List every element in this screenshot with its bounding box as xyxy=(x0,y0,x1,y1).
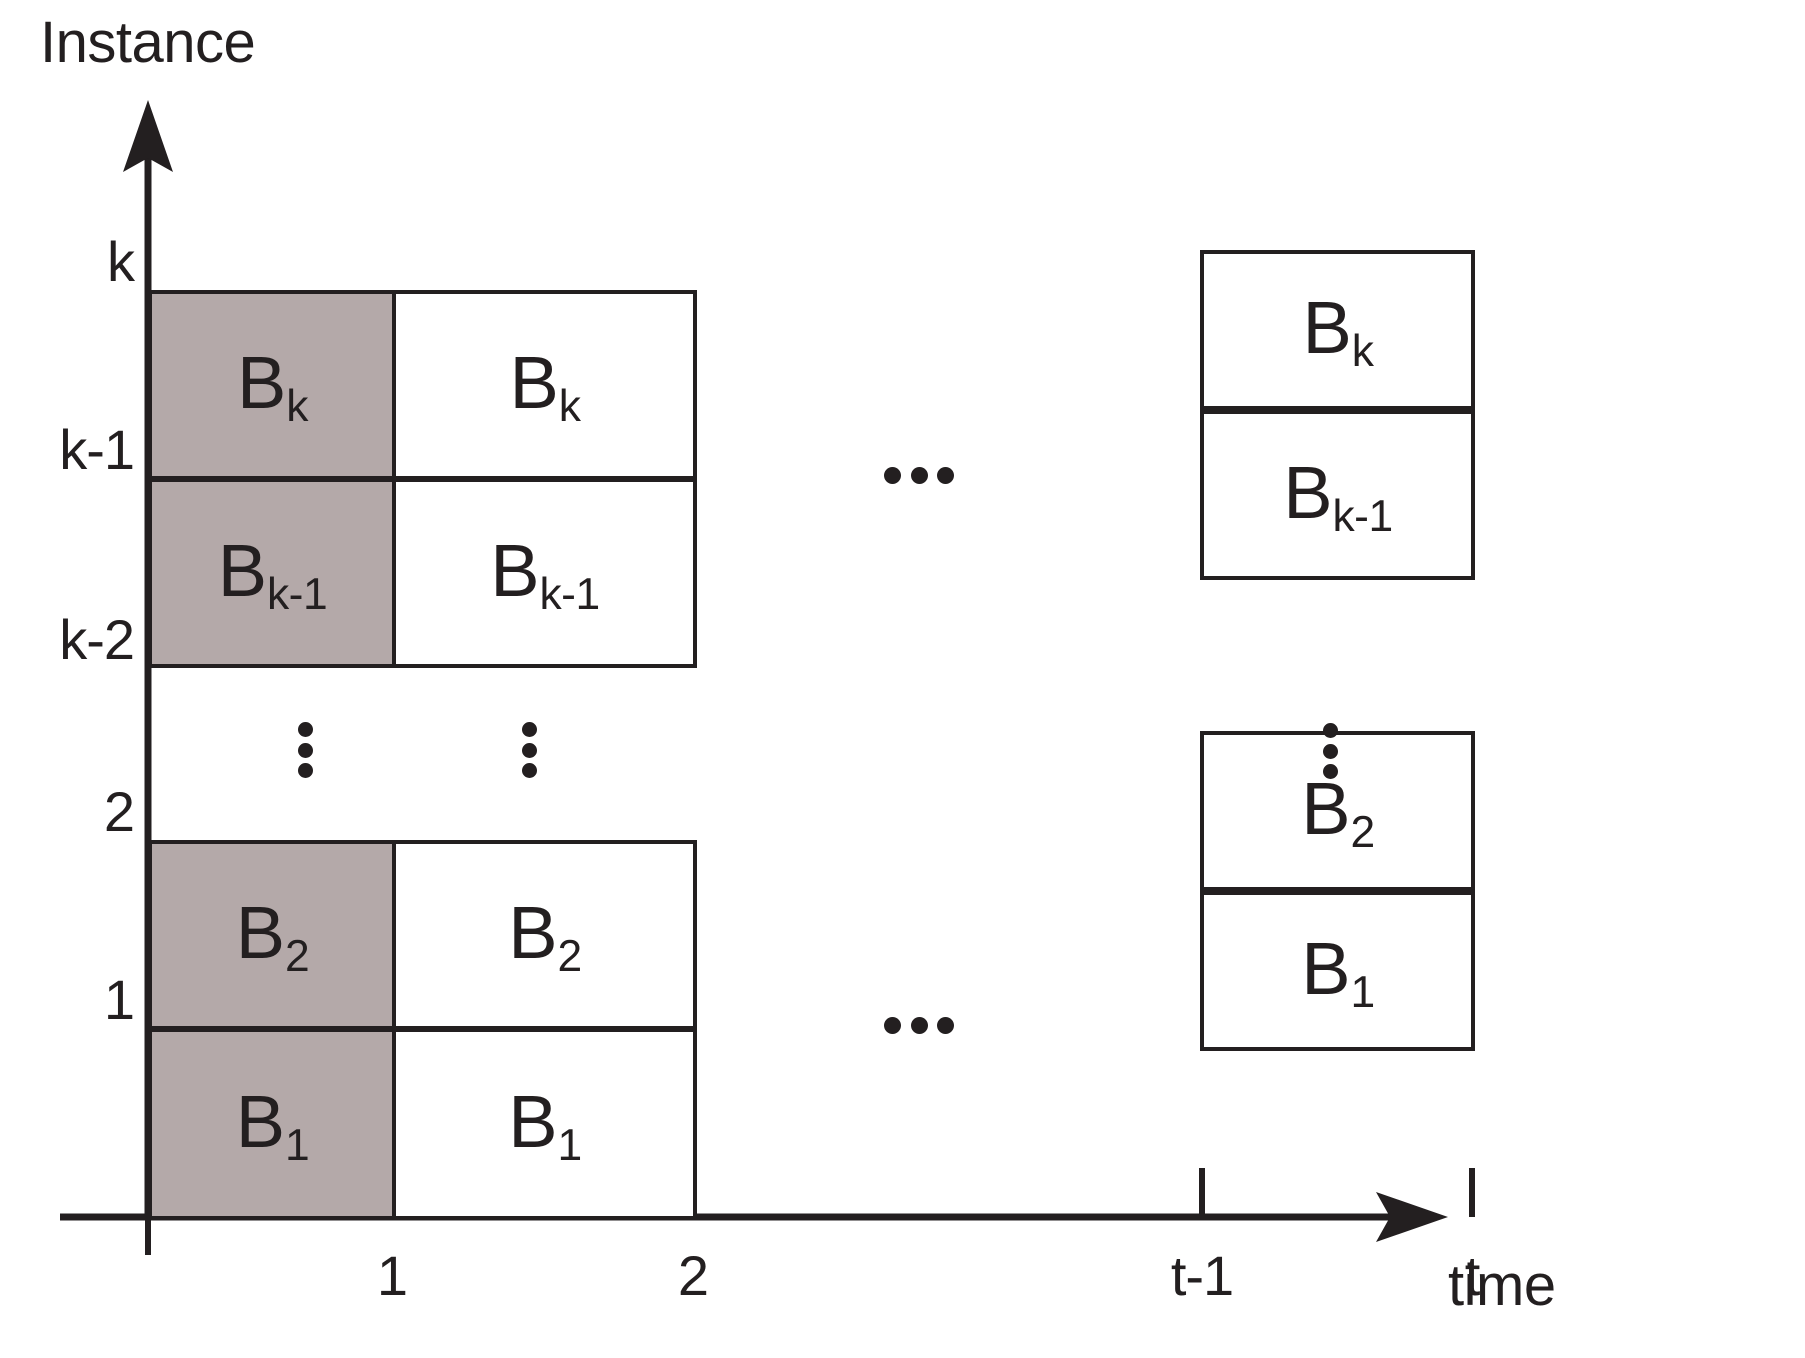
x-tick-label-1: 1 xyxy=(376,1244,408,1307)
block-label-2: B2 xyxy=(235,891,310,982)
block-cell-colt-2[interactable]: B2 xyxy=(1200,731,1475,891)
block-cell-col1-k-1[interactable]: Bk-1 xyxy=(392,478,697,668)
block-label-k: Bk xyxy=(509,341,581,432)
block-cell-colt-k-1[interactable]: Bk-1 xyxy=(1200,410,1475,580)
block-cell-shaded-k[interactable]: Bk xyxy=(148,290,396,480)
y-tick-label-k-2: k-2 xyxy=(59,608,135,671)
horizontal-ellipsis-top xyxy=(884,466,954,484)
block-cell-col1-1[interactable]: B1 xyxy=(392,1028,697,1220)
block-label-k-1: Bk-1 xyxy=(217,529,328,620)
block-label-k-1: Bk-1 xyxy=(1283,451,1393,542)
block-label-2: B2 xyxy=(508,891,582,982)
y-axis-title: Instance xyxy=(40,10,256,75)
block-cell-col1-k[interactable]: Bk xyxy=(392,290,697,480)
dot xyxy=(1322,764,1338,779)
dot xyxy=(1322,743,1338,759)
x-tick-label-t: t xyxy=(1464,1244,1481,1307)
dot xyxy=(884,466,901,484)
dot xyxy=(937,1016,954,1034)
block-label-1: B1 xyxy=(235,1080,310,1171)
dot xyxy=(297,763,313,778)
y-tick-label-2: 2 xyxy=(103,780,135,843)
y-tick-label-k: k xyxy=(107,230,135,293)
dot xyxy=(937,466,954,484)
dot xyxy=(521,742,537,758)
dot xyxy=(884,1016,901,1034)
horizontal-ellipsis-bottom xyxy=(884,1016,954,1034)
block-label-2: B2 xyxy=(1301,767,1375,858)
block-cell-col1-2[interactable]: B2 xyxy=(392,840,697,1030)
x-tick-label-2: 2 xyxy=(677,1244,709,1307)
dot xyxy=(910,1016,928,1034)
block-cell-shaded-k-1[interactable]: Bk-1 xyxy=(148,478,396,668)
block-label-1: B1 xyxy=(1301,927,1375,1018)
dot xyxy=(521,763,537,778)
x-axis-arrowhead xyxy=(1376,1192,1448,1242)
vertical-ellipsis-col1 xyxy=(518,722,540,778)
block-cell-shaded-2[interactable]: B2 xyxy=(148,840,396,1030)
block-cell-shaded-1[interactable]: B1 xyxy=(148,1028,396,1220)
x-tick-label-t-1: t-1 xyxy=(1170,1244,1234,1307)
vertical-ellipsis-col0 xyxy=(294,722,316,778)
block-cell-colt-1[interactable]: B1 xyxy=(1200,891,1475,1051)
block-label-k: Bk xyxy=(1302,286,1374,377)
dot xyxy=(910,466,928,484)
y-tick-label-1: 1 xyxy=(103,968,135,1031)
y-axis-arrowhead xyxy=(123,100,173,172)
dot xyxy=(297,722,313,737)
vertical-ellipsis-colt xyxy=(1319,723,1341,779)
block-label-k-1: Bk-1 xyxy=(490,529,600,620)
dot xyxy=(521,722,537,737)
y-tick-label-k-1: k-1 xyxy=(59,418,135,481)
block-cell-colt-k[interactable]: Bk xyxy=(1200,250,1475,410)
x-axis-title: time xyxy=(1448,1253,1556,1318)
dot xyxy=(1322,723,1338,738)
dot xyxy=(297,742,313,758)
block-label-1: B1 xyxy=(508,1080,582,1171)
block-label-k: Bk xyxy=(236,341,308,432)
